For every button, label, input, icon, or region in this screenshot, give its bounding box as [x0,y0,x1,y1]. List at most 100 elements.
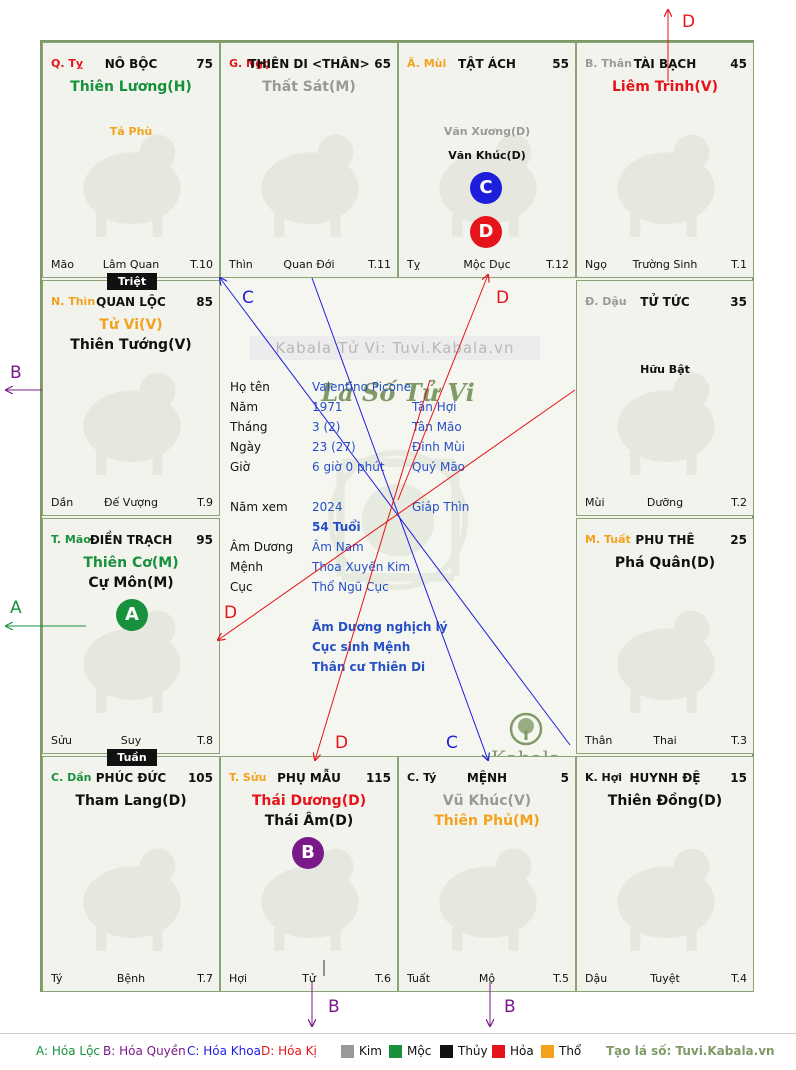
palace-month: T.6 [375,972,391,985]
main-star: Thái Dương(D) [251,793,367,809]
palace-earthly-branch: Sửu [51,734,72,747]
palace-name: TÀI BẠCH [633,57,697,71]
palace-earthly-branch: Dần [51,496,74,509]
tag-tuan: Tuần [107,749,157,766]
palace-branch: Đ. Dậu [585,295,627,308]
zodiac-animal-silhouette [83,848,181,951]
palace-branch: Ã. Mùi [407,57,447,70]
swatch-thuy [440,1045,453,1058]
palace-number: 65 [374,57,391,71]
zodiac-animal-silhouette [83,372,181,475]
palace-earthly-branch: Tý [51,972,63,985]
info-value: Thổ Ngũ Cục [312,580,389,594]
main-star: Thất Sát(M) [262,79,356,95]
palace-number: 115 [365,771,391,785]
palace-name: PHÚC ĐỨC [95,771,167,785]
minor-star: Văn Khúc(D) [448,149,526,162]
main-star: Tham Lang(D) [75,793,187,809]
palace-earthly-branch: Thân [585,734,613,747]
zodiac-animal-silhouette [83,610,181,713]
legend: A: Hóa Lộc B: Hóa Quyền C: Hóa Khoa D: H… [0,1033,796,1069]
legend-kim: Kim [359,1044,382,1058]
palace-month: T.9 [197,496,213,509]
palace-name: TẬT ÁCH [458,57,516,71]
info-value: 1971 [312,400,343,414]
palace-earthly-branch: Tỵ [407,258,421,271]
palace-month: T.7 [197,972,213,985]
palace-branch: M. Tuất [585,533,631,546]
transformation-badge-b: B [292,837,324,869]
palace-earthly-branch: Hợi [229,972,248,985]
chart-note: Cục sinh Mệnh [312,640,411,654]
arrow-label: C [242,288,254,308]
info-label: Ngày [230,440,262,454]
palace-earthly-branch: Thìn [229,258,253,271]
info-label: Cục [230,580,253,594]
palace-month: T.12 [546,258,569,271]
palace-number: 95 [196,533,213,547]
info-value-canchi: Tân Hợi [412,400,457,414]
info-label: Năm xem [230,500,288,514]
info-label: Mệnh [230,560,263,574]
palace-number: 105 [187,771,213,785]
palace-branch: N. Thìn [51,295,96,308]
palace-stage: Mộc Dục [463,258,511,271]
arrow-label: A [10,598,22,618]
zodiac-animal-silhouette [261,848,359,951]
palace-month: T.2 [731,496,747,509]
minor-star: Tả Phù [109,125,153,138]
transformation-badge-c: C [470,172,502,204]
main-star: Phá Quân(D) [614,555,716,571]
palace-month: T.5 [553,972,569,985]
palace-earthly-branch: Dậu [585,972,608,985]
main-star: Thiên Đồng(D) [607,793,723,809]
palace-month: T.8 [197,734,213,747]
palace-name: PHU THÊ [635,533,695,547]
transformation-badge-d: D [470,216,502,248]
palace-number: 25 [730,533,747,547]
main-star: Thiên Phủ(M) [434,813,540,829]
zodiac-animal-silhouette [617,848,715,951]
palace-name: NÔ BỘC [104,57,158,71]
palace-name: QUAN LỘC [96,295,166,309]
palace-number: 85 [196,295,213,309]
arrow-label: B [10,363,22,383]
palace-stage: Đế Vượng [104,496,158,509]
swatch-kim [341,1045,354,1058]
site-link[interactable]: Tạo lá số: Tuvi.Kabala.vn [606,1044,775,1058]
info-value: Âm Nam [312,540,364,554]
zodiac-animal-silhouette [439,848,537,951]
palace-number: 35 [730,295,747,309]
palace-stage: Suy [120,734,142,747]
tu-vi-chart: Kabala Tử Vi: Tuvi.Kabala.vn Lá Số Tử Vi… [40,40,754,992]
palace-stage: Trường Sinh [632,258,698,271]
palace-number: 5 [560,771,569,785]
arrow-label: D [682,12,696,32]
info-label: Họ tên [230,380,270,394]
arrow-label: D [496,288,510,308]
info-value: 6 giờ 0 phút [312,460,385,474]
palace-earthly-branch: Ngọ [585,258,607,271]
info-label: Âm Dương [230,540,294,554]
palace-branch: K. Hợi [585,771,623,784]
info-label: Tháng [230,420,268,434]
zodiac-animal-silhouette [617,134,715,237]
arrow-label: B [328,997,340,1017]
info-value: Valentino Picone [312,380,411,394]
main-star: Vũ Khúc(V) [442,793,532,809]
palace-stage: Dưỡng [646,496,684,509]
zodiac-animal-silhouette [261,134,359,237]
palace-earthly-branch: Tuất [407,972,431,985]
palace-branch: B. Thân [585,57,632,70]
palace-name: ĐIỀN TRẠCH [89,533,173,547]
palace-name: MỆNH [466,771,508,785]
